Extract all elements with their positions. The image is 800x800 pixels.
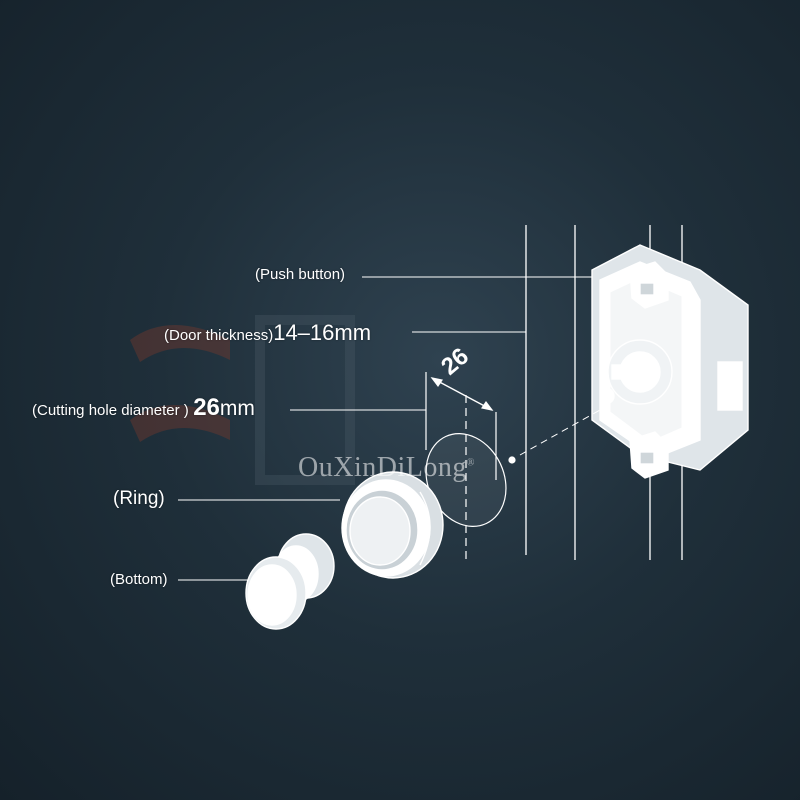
watermark-text: OuXinDiLong® [298, 452, 475, 484]
watermark-brand: OuXinDiLong [298, 452, 467, 483]
leader-lines [178, 276, 592, 581]
bottom-button-part [245, 533, 335, 630]
bottom-label: (Bottom) [110, 571, 168, 588]
cutting-hole-value: 26 [193, 394, 220, 421]
cutting-hole-caption: (Cutting hole diameter ) [32, 402, 189, 419]
cutting-hole-unit: mm [219, 397, 255, 420]
assembly-axis-line [519, 409, 601, 456]
door-thickness-label: (Door thickness)14–16mm [164, 320, 371, 346]
door-thickness-value: 14–16mm [273, 320, 372, 345]
ring-part [341, 471, 444, 579]
registered-mark: ® [466, 457, 475, 469]
cutting-hole-label: (Cutting hole diameter ) 26mm [32, 394, 255, 422]
background-logo-mark [130, 315, 355, 485]
door-thickness-caption: (Door thickness) [164, 327, 274, 344]
lock-body [591, 244, 749, 479]
push-button-label: (Push button) [255, 266, 346, 283]
cutting-hole [425, 372, 516, 560]
ring-label: (Ring) [113, 488, 165, 509]
